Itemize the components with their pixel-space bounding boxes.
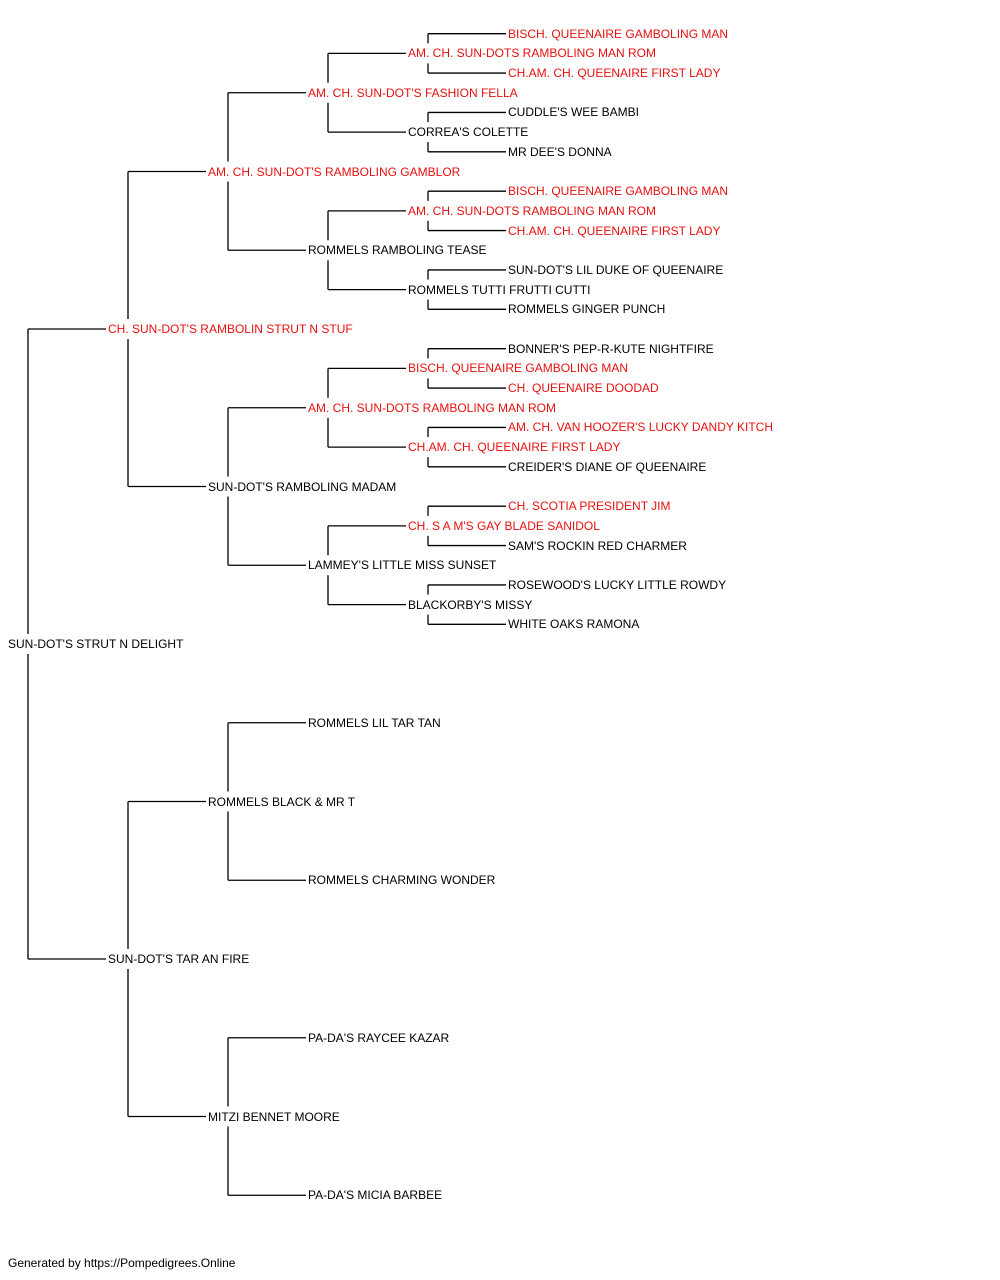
- sire-name: CH. S A M'S GAY BLADE SANIDOL: [408, 517, 602, 534]
- dam-name: ROMMELS GINGER PUNCH: [508, 301, 668, 318]
- sire-name: ROMMELS BLACK & MR T: [208, 793, 358, 810]
- generator-credit: Generated by https://Pompedigrees.Online: [8, 1256, 236, 1270]
- sire-name: AM. CH. SUN-DOTS RAMBOLING MAN ROM: [308, 399, 559, 416]
- dam-name: WHITE OAKS RAMONA: [508, 616, 642, 633]
- sire-name: AM. CH. SUN-DOTS RAMBOLING MAN ROM: [408, 202, 659, 219]
- dam-name: CH.AM. CH. QUEENAIRE FIRST LADY: [408, 439, 623, 456]
- sire-name: BISCH. QUEENAIRE GAMBOLING MAN: [508, 183, 731, 200]
- sire-name: AM. CH. SUN-DOTS RAMBOLING MAN ROM: [408, 45, 659, 62]
- dam-name: ROMMELS RAMBOLING TEASE: [308, 242, 489, 259]
- subject-dog-name: SUN-DOT'S STRUT N DELIGHT: [8, 636, 186, 652]
- dam-name: SUN-DOT'S RAMBOLING MADAM: [208, 478, 399, 495]
- dam-name: BLACKORBY'S MISSY: [408, 596, 535, 613]
- sire-name: ROSEWOOD'S LUCKY LITTLE ROWDY: [508, 576, 729, 593]
- dam-name: SUN-DOT'S TAR AN FIRE: [108, 951, 252, 967]
- sire-name: ROMMELS LIL TAR TAN: [308, 714, 443, 731]
- dam-name: CH. QUEENAIRE DOODAD: [508, 380, 661, 397]
- dam-name: MITZI BENNET MOORE: [208, 1108, 342, 1125]
- sire-name: BISCH. QUEENAIRE GAMBOLING MAN: [508, 25, 731, 42]
- sire-name: CUDDLE'S WEE BAMBI: [508, 104, 641, 121]
- sire-name: CH. SUN-DOT'S RAMBOLIN STRUT N STUF: [108, 321, 355, 337]
- sire-name: PA-DA'S RAYCEE KAZAR: [308, 1029, 452, 1046]
- sire-name: BONNER'S PEP-R-KUTE NIGHTFIRE: [508, 340, 716, 357]
- dam-name: PA-DA'S MICIA BARBEE: [308, 1187, 445, 1204]
- sire-name: SUN-DOT'S LIL DUKE OF QUEENAIRE: [508, 261, 726, 278]
- dam-name: CH.AM. CH. QUEENAIRE FIRST LADY: [508, 222, 723, 239]
- sire-name: CH. SCOTIA PRESIDENT JIM: [508, 498, 673, 515]
- sire-name: AM. CH. VAN HOOZER'S LUCKY DANDY KITCH: [508, 419, 776, 436]
- dam-name: SAM'S ROCKIN RED CHARMER: [508, 537, 689, 554]
- dam-name: CORREA'S COLETTE: [408, 124, 531, 141]
- dam-name: CREIDER'S DIANE OF QUEENAIRE: [508, 458, 709, 475]
- dam-name: MR DEE'S DONNA: [508, 143, 614, 160]
- sire-name: BISCH. QUEENAIRE GAMBOLING MAN: [408, 360, 631, 377]
- dam-name: ROMMELS CHARMING WONDER: [308, 872, 498, 889]
- sire-name: AM. CH. SUN-DOT'S RAMBOLING GAMBLOR: [208, 163, 463, 180]
- sire-name: AM. CH. SUN-DOT'S FASHION FELLA: [308, 84, 520, 101]
- dam-name: CH.AM. CH. QUEENAIRE FIRST LADY: [508, 65, 723, 82]
- dam-name: LAMMEY'S LITTLE MISS SUNSET: [308, 557, 499, 574]
- dam-name: ROMMELS TUTTI FRUTTI CUTTI: [408, 281, 593, 298]
